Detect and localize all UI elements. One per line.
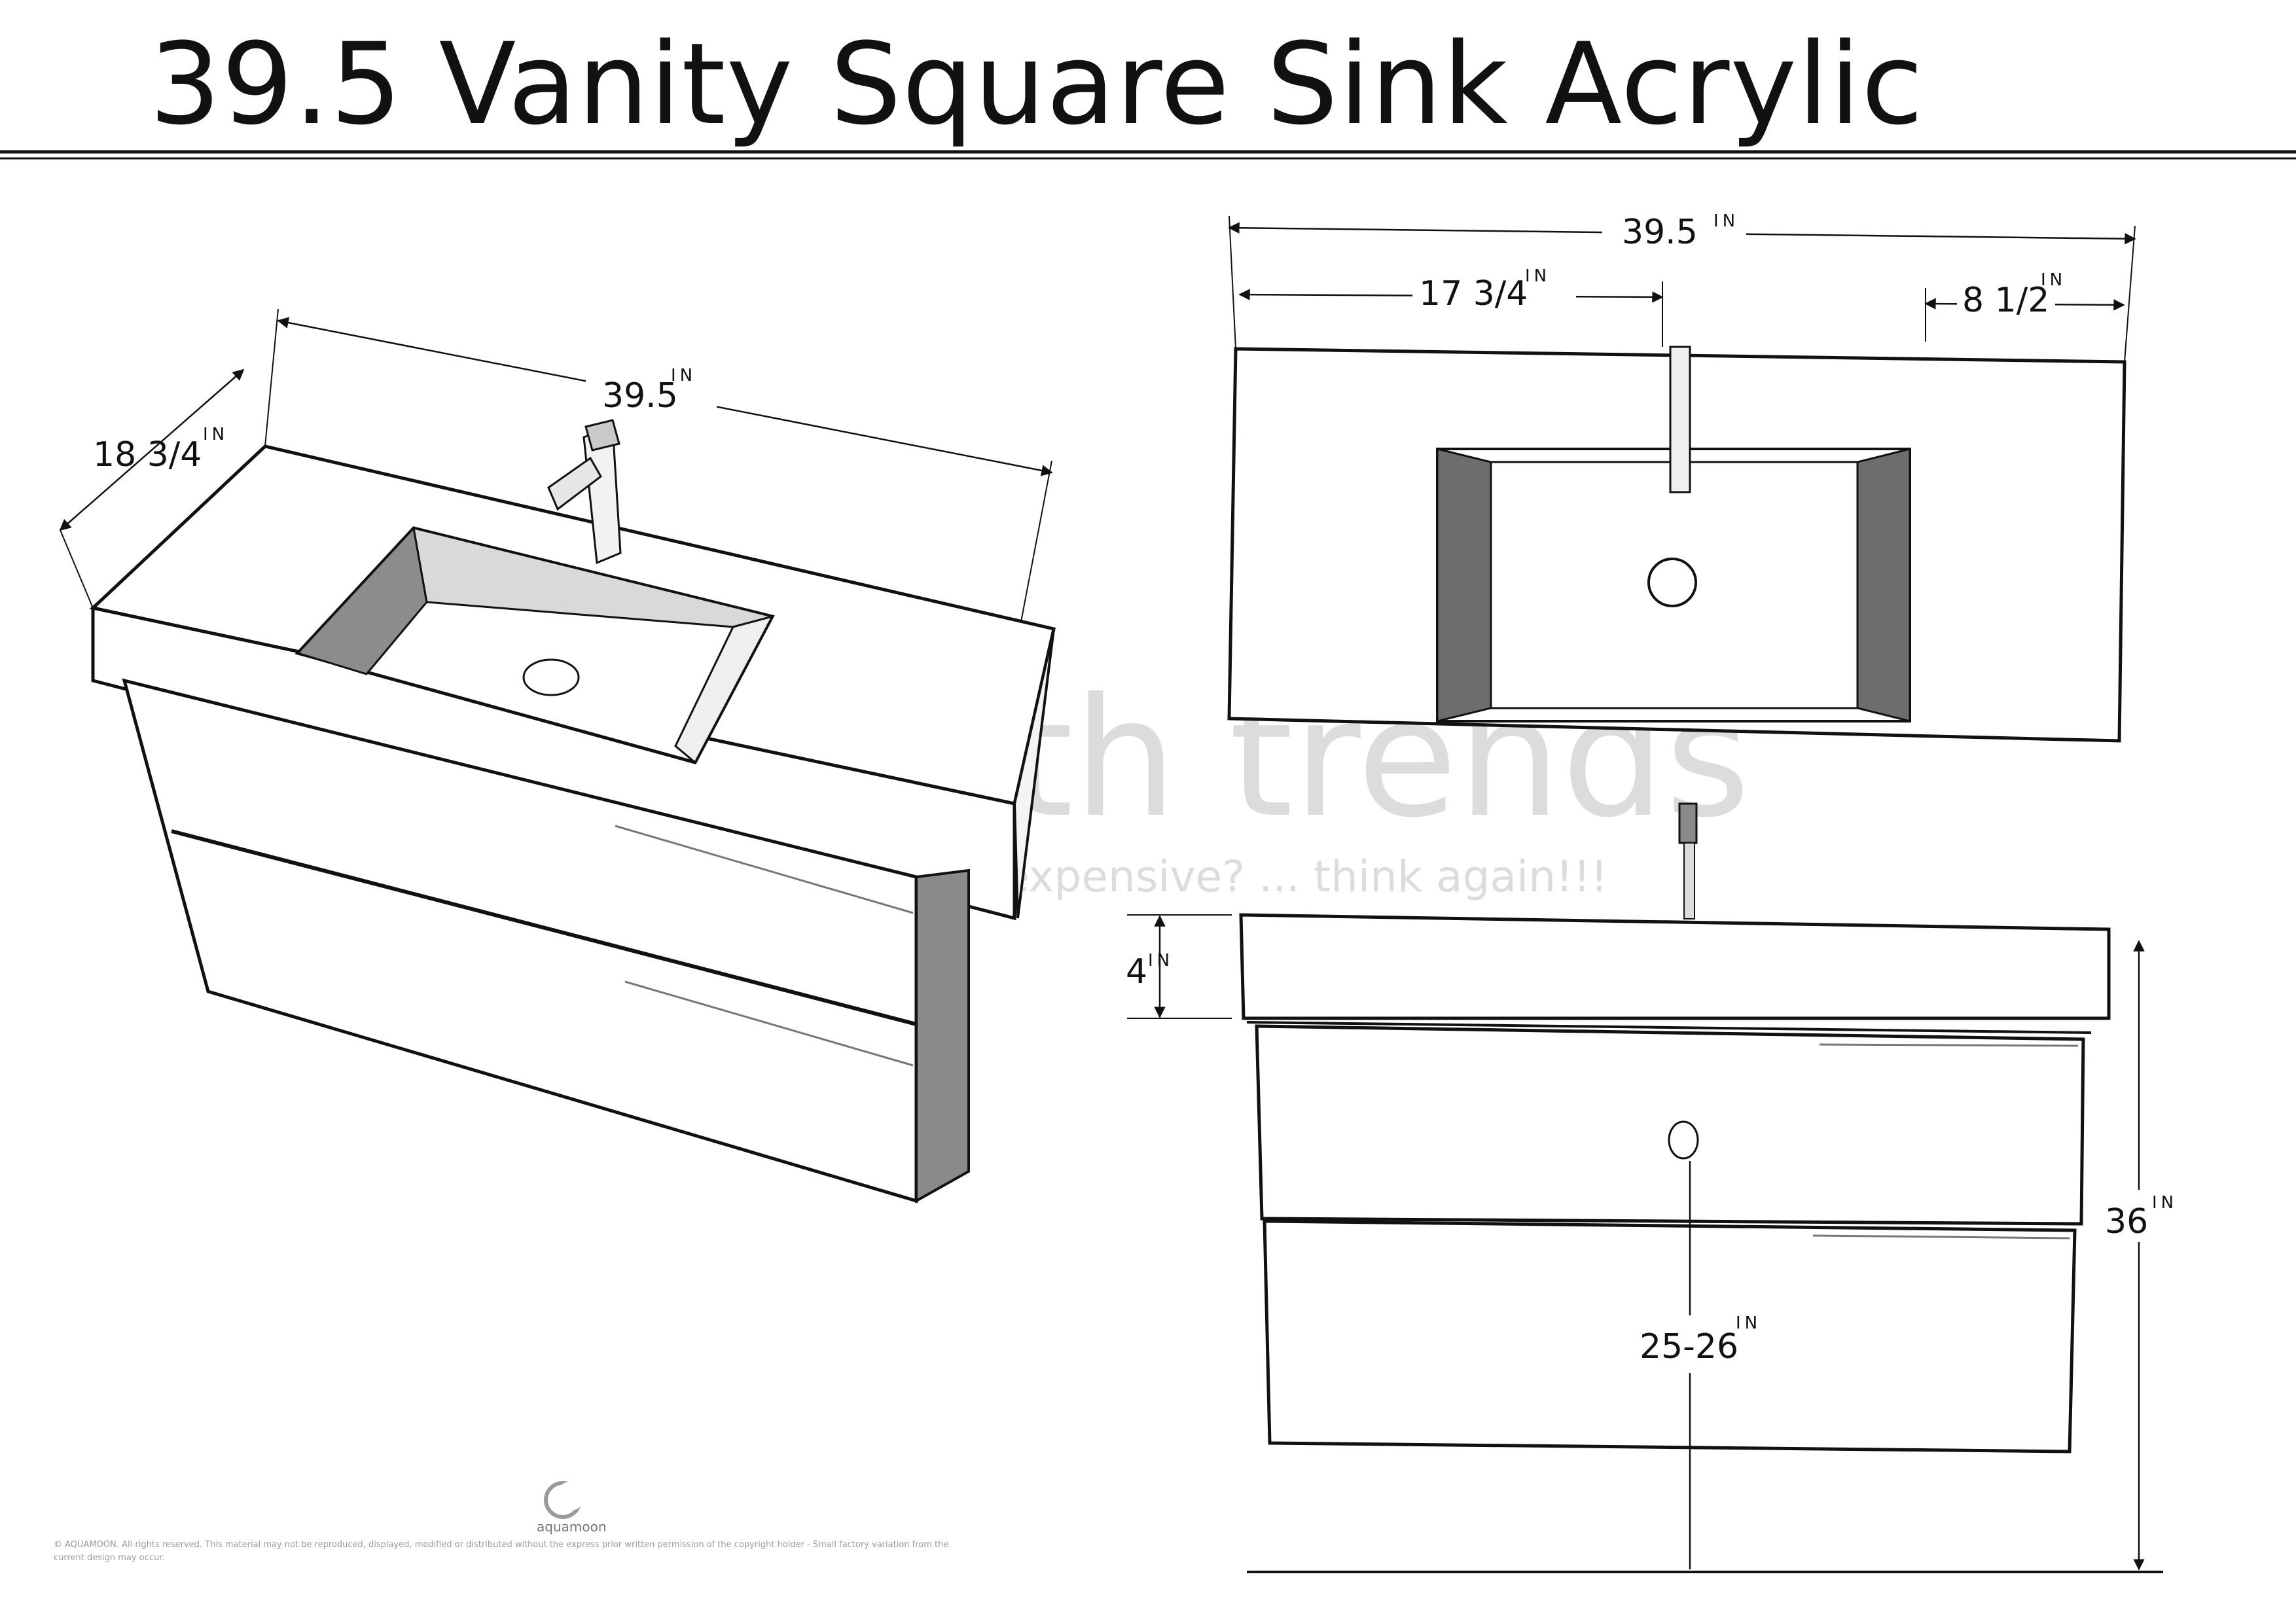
top-right-offset-unit: IN [2041, 270, 2066, 290]
legal-notice-line-2: current design may occur. [54, 1553, 165, 1563]
iso-width-label-bg [586, 366, 717, 415]
isometric-vanity-view: 39.5 IN 18 3/4 IN [59, 308, 1056, 1204]
front-mount-hole [1668, 1120, 1699, 1160]
front-counter-underline [1246, 1021, 2092, 1034]
top-overall-width-value: 39.5 [1622, 213, 1698, 252]
iso-sink-right-wall [674, 615, 774, 764]
front-mount-label-bg [1635, 1315, 1759, 1373]
front-view: 25-26 IN 4 IN 36 IN [1126, 802, 2194, 1573]
title-rule [0, 150, 2296, 160]
top-view-faucet [1669, 346, 1691, 493]
iso-countertop-side [1013, 628, 1055, 919]
front-mount-height-value: 25-26 [1640, 1327, 1738, 1366]
top-right-label-bg [1957, 275, 2055, 319]
front-drawer-handle-1 [1819, 1043, 2079, 1047]
top-right-offset-value: 8 1/2 [1962, 281, 2049, 320]
top-view-sink-right-wall [1856, 448, 1911, 722]
front-total-label-bg [2102, 1190, 2194, 1242]
iso-width-unit: IN [671, 366, 696, 385]
aquamoon-brand: aquamoon [537, 1519, 607, 1535]
front-mount-height-unit: IN [1736, 1313, 1761, 1333]
iso-depth-value: 18 3/4 [93, 435, 202, 474]
page-title: 39.5 Vanity Square Sink Acrylic [149, 18, 1924, 150]
iso-depth-unit: IN [203, 425, 228, 444]
top-overall-width-unit: IN [1713, 211, 1739, 231]
top-faucet-offset-value: 17 3/4 [1419, 274, 1528, 313]
iso-width-extension-left [264, 308, 279, 447]
legal-notice-line-1: © AQUAMOON. All rights reserved. This ma… [54, 1540, 948, 1550]
iso-drawer-handle-1 [615, 825, 914, 914]
front-faucet-head [1678, 802, 1698, 844]
iso-width-extension-right [1020, 460, 1052, 622]
front-thickness-unit: IN [1148, 951, 1174, 971]
front-drawer-top [1255, 1024, 2085, 1226]
iso-drain [522, 658, 580, 696]
iso-depth-extension [60, 529, 94, 609]
top-overall-ext-left [1229, 215, 1236, 349]
top-overall-label-bg [1602, 200, 1746, 252]
footer: aquamoon © AQUAMOON. All rights reserved… [54, 1481, 948, 1563]
top-view: 39.5 IN 17 3/4 IN 8 1/2 IN [1227, 200, 2136, 743]
front-total-height-unit: IN [2152, 1193, 2178, 1213]
iso-cabinet-side [915, 868, 970, 1204]
front-total-height-value: 36 [2105, 1202, 2148, 1241]
front-countertop [1239, 913, 2111, 1020]
iso-drawer-handle-2 [624, 980, 914, 1067]
aquamoon-logo: aquamoon [537, 1481, 607, 1535]
iso-width-value: 39.5 [602, 376, 678, 416]
iso-depth-dimension-line [59, 368, 245, 531]
top-view-drain [1647, 558, 1697, 607]
top-faucet-offset-unit: IN [1525, 266, 1551, 286]
iso-drawer-split [171, 829, 917, 1026]
top-view-sink-left-wall [1436, 448, 1492, 722]
front-thickness-value: 4 [1126, 952, 1147, 991]
top-overall-ext-right [2124, 225, 2136, 363]
front-faucet-body [1683, 842, 1695, 919]
front-drawer-handle-2 [1812, 1234, 2070, 1240]
top-faucet-label-bg [1412, 268, 1576, 314]
